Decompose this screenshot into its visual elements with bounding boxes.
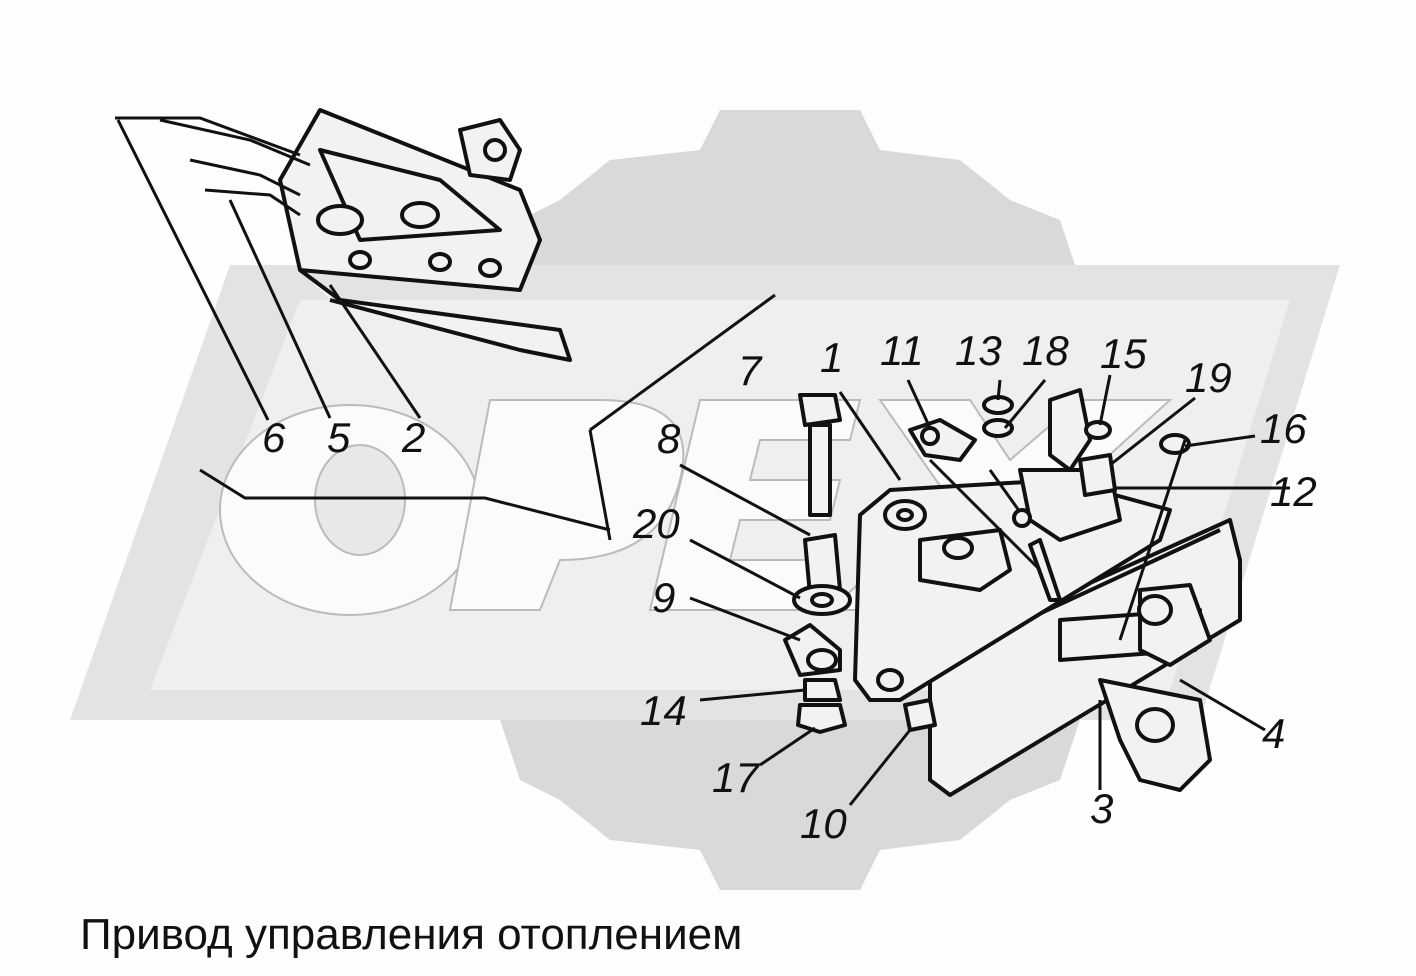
- cable-bracket-assembly: [115, 108, 572, 362]
- callout-12: 12: [1270, 468, 1317, 515]
- callout-19: 19: [1185, 354, 1232, 401]
- bolt-stack: [783, 393, 937, 734]
- callout-1: 1: [820, 334, 843, 381]
- callout-14: 14: [640, 687, 687, 734]
- callout-9: 9: [652, 574, 675, 621]
- callout-10: 10: [800, 800, 847, 847]
- callout-16: 16: [1260, 405, 1307, 452]
- callout-8: 8: [657, 415, 681, 462]
- callout-18: 18: [1022, 327, 1069, 374]
- callout-15: 15: [1100, 330, 1147, 377]
- callout-2: 2: [401, 414, 425, 461]
- callout-6: 6: [262, 414, 286, 461]
- control-lever-assembly: [853, 388, 1242, 797]
- callout-20: 20: [632, 500, 680, 547]
- leader-lines: [116, 119, 1290, 806]
- callout-3: 3: [1090, 785, 1113, 832]
- callout-13: 13: [955, 327, 1002, 374]
- callout-11: 11: [880, 327, 924, 374]
- callout-labels: 1 2 3 4 5 6 7 8 9 10 11 12 13 14 15 16 1…: [262, 327, 1317, 847]
- callout-7: 7: [738, 347, 763, 394]
- callout-17: 17: [712, 754, 760, 801]
- diagram-caption: Привод управления отоплением: [80, 910, 743, 959]
- callout-4: 4: [1262, 710, 1285, 757]
- callout-5: 5: [327, 414, 351, 461]
